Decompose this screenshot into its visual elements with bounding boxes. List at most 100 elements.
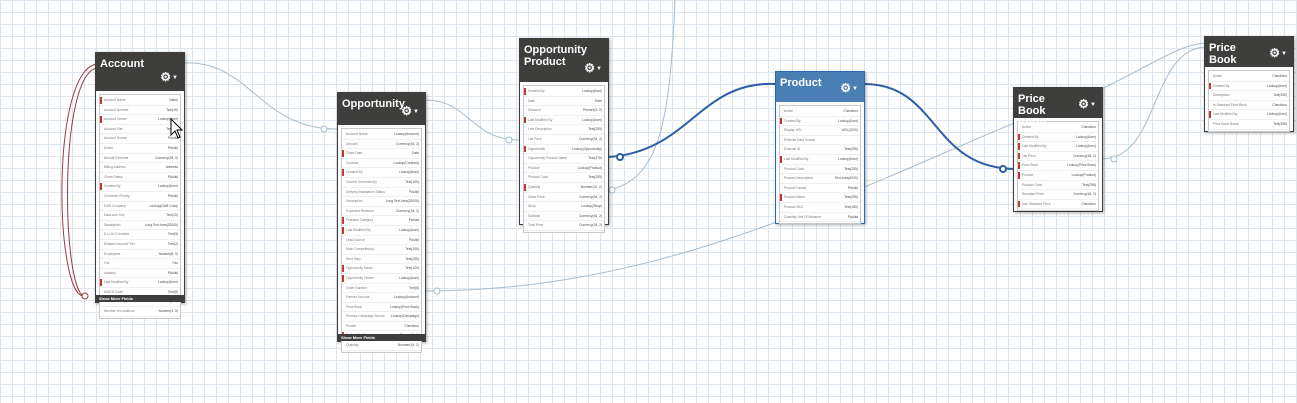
object-header[interactable]: Opportunity Product ⚙▼ [520, 39, 608, 82]
connector-account-parent-self[interactable] [67, 67, 98, 297]
show-more-fields-link[interactable]: Show More Fields [96, 295, 184, 302]
connector-account-self-loop[interactable] [61, 63, 98, 297]
connector-price-book-price-book-entry[interactable] [1101, 46, 1206, 160]
object-header[interactable]: Product ⚙▼ [776, 72, 864, 102]
gear-menu-button[interactable]: ⚙▼ [160, 71, 178, 84]
gear-menu-button[interactable]: ⚙▼ [584, 62, 602, 75]
gear-menu-button[interactable]: ⚙▼ [401, 105, 419, 118]
connector-account-opportunity[interactable] [183, 62, 339, 130]
connector-product-opportunity-product[interactable] [607, 82, 777, 158]
object-header[interactable]: Price Book ⚙▼ [1205, 37, 1293, 67]
field-row[interactable]: Main Competitor(s)Text(100) [342, 245, 421, 255]
gear-menu-button[interactable]: ⚙▼ [1078, 98, 1096, 111]
object-header[interactable]: Account ⚙▼ [96, 53, 184, 91]
gear-menu-button[interactable]: ⚙▼ [1269, 47, 1287, 60]
connector-opportunity-price-book[interactable] [424, 42, 1206, 292]
connector-offscreen-top[interactable] [607, 0, 676, 191]
gear-menu-button[interactable]: ⚙▼ [840, 82, 858, 95]
object-header[interactable]: Opportunity ⚙▼ [338, 93, 425, 125]
object-header[interactable]: Price Book Entry ⚙▼ [1014, 88, 1102, 129]
connector-opportunity-opportunity-product[interactable] [424, 99, 521, 141]
